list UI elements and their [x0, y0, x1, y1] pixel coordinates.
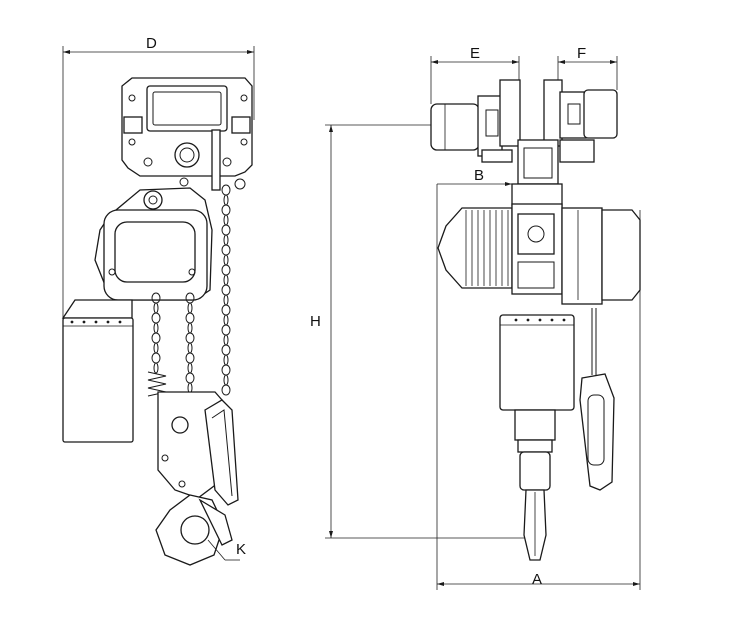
dimension-d: D: [62, 35, 255, 318]
chain-link: [223, 194, 229, 206]
dimension-e: E: [430, 45, 520, 104]
label-e: E: [470, 45, 480, 62]
chain-link: [187, 302, 193, 314]
label-k: K: [236, 541, 246, 558]
label-d: D: [146, 35, 157, 52]
chain-link: [221, 224, 231, 236]
chain-link: [223, 214, 229, 226]
chain-link: [221, 324, 231, 336]
label-h: H: [310, 313, 321, 330]
chain-container-front: [499, 314, 575, 441]
chain-link: [153, 322, 159, 334]
side-view: D: [61, 35, 255, 566]
trolley-plate: [121, 77, 253, 191]
chain-link: [185, 352, 195, 364]
chain-link: [185, 312, 195, 324]
chain-link: [223, 334, 229, 346]
chain-link: [221, 184, 231, 196]
chain-link: [223, 374, 229, 386]
dimension-h: H: [310, 124, 525, 539]
chain-link: [187, 362, 193, 374]
chain-link: [151, 352, 161, 364]
chain-link: [221, 304, 231, 316]
chain-link: [221, 344, 231, 356]
chain-link: [223, 254, 229, 266]
chain-link: [223, 294, 229, 306]
pendant-control: [579, 308, 615, 491]
dimension-b: B: [436, 167, 512, 590]
chain-link: [187, 342, 193, 354]
chain-link: [153, 302, 159, 314]
chain-link: [185, 332, 195, 344]
chain-link: [223, 274, 229, 286]
bottom-block: [157, 391, 239, 506]
chain-link: [221, 244, 231, 256]
chain-link: [223, 354, 229, 366]
chain-link: [151, 332, 161, 344]
chain-container: [61, 299, 134, 443]
chain-link: [185, 372, 195, 384]
trolley-motor: [430, 79, 521, 163]
bottom-block-front: [517, 439, 553, 561]
chain-link: [223, 314, 229, 326]
hook: [155, 494, 233, 566]
chain-link: [221, 364, 231, 376]
chain-link: [221, 384, 231, 396]
chain-link: [221, 204, 231, 216]
chain-link: [223, 234, 229, 246]
chain-link: [153, 362, 159, 374]
hoist-motor: [437, 203, 641, 305]
chain-link: [187, 322, 193, 334]
label-b: B: [474, 167, 484, 184]
label-a: A: [532, 571, 542, 588]
load-chain: [151, 184, 231, 396]
hoist-body: [94, 187, 213, 301]
chain-link: [153, 342, 159, 354]
trolley-side: [543, 79, 618, 163]
dimension-f: F: [557, 45, 618, 90]
chain-link: [151, 312, 161, 324]
dimension-k: K: [207, 539, 246, 561]
chain-link: [221, 284, 231, 296]
trolley-connector: [511, 139, 563, 207]
chain-link: [221, 264, 231, 276]
label-f: F: [577, 45, 586, 62]
front-view: E F H B: [310, 45, 641, 590]
